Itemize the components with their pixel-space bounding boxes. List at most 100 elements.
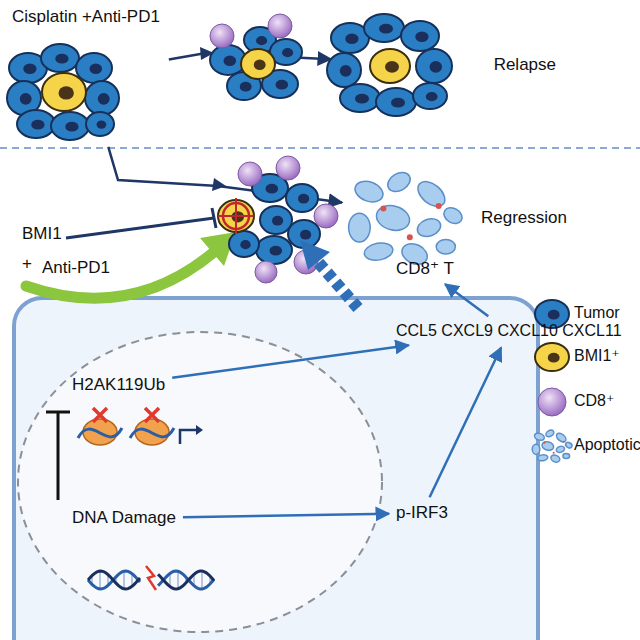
strand (158, 571, 214, 589)
fragment-dot (407, 234, 413, 240)
fragment-dot (543, 442, 545, 444)
tumor-cell (85, 81, 119, 115)
tumor-group: Cisplatin +Anti-PD1 (8, 4, 166, 144)
cell-nucleus (272, 216, 283, 226)
legend-item: Apoptotic (574, 435, 640, 454)
promoter-arrow (180, 430, 196, 444)
connector-arrow (183, 514, 389, 517)
drug-label: Anti-PD1 (40, 258, 112, 278)
dna-helix (88, 566, 214, 590)
fragment-dot (436, 203, 442, 209)
cell-fragment (415, 216, 443, 240)
base-pair (123, 571, 125, 589)
separator-line (0, 147, 640, 149)
cell-fragment (545, 429, 555, 438)
cell-cluster (210, 14, 302, 100)
dna-wrap (130, 428, 174, 438)
cell-nucleus (298, 194, 309, 204)
tumor-cell (364, 14, 404, 42)
cell-nucleus (266, 184, 279, 194)
bmi1-cell (241, 49, 275, 79)
cell-fragment (555, 432, 568, 444)
recruit-arrow-head (300, 240, 330, 270)
node-text: DNA Damage (72, 508, 176, 528)
bmi1-cell (535, 343, 569, 371)
cell-nucleus (240, 82, 252, 92)
tumor-group: Relapse (334, 14, 560, 116)
damage-label: DNA Damage (68, 505, 180, 531)
dna-wrap (78, 428, 122, 438)
tumor-cell (401, 21, 439, 51)
nucleosome (78, 408, 122, 445)
node-text: p-IRF3 (396, 503, 448, 523)
inhibition-bar (46, 412, 70, 500)
cell-fragment (436, 240, 455, 254)
cd8-cell (255, 261, 277, 283)
cell-nucleus (98, 93, 110, 105)
tumor-cell (86, 112, 114, 136)
cell-nucleus (90, 64, 103, 75)
cell-nucleus (340, 65, 352, 77)
cd8-cell (268, 14, 292, 38)
cell-membrane (14, 298, 538, 640)
node-text: Regression (481, 208, 567, 228)
tumor-cell (413, 83, 447, 109)
cell-nucleus (65, 122, 78, 132)
strand (88, 571, 140, 589)
node-text: Cisplatin +Anti-PD1 (12, 7, 160, 27)
cd8-cell (238, 162, 262, 186)
plus-sign: + (20, 254, 34, 274)
base-pair (201, 571, 203, 589)
cell-fragment (352, 178, 386, 206)
cell-fragment (441, 205, 465, 227)
node-text: CD8⁺ T (396, 259, 454, 279)
cell-fragment (384, 169, 413, 196)
nucleus-outline (18, 332, 382, 632)
apoptotic-fragments (532, 429, 573, 464)
tumor-cell (260, 206, 292, 234)
cell-nucleus (345, 34, 358, 45)
cell-fragment (534, 432, 546, 442)
tumor-cell (76, 53, 112, 83)
cell-nucleus (385, 61, 399, 73)
cell-fragment (532, 444, 540, 454)
cell-nucleus (548, 353, 560, 363)
apoptotic-fragments (349, 169, 465, 269)
legend-text: CD8⁺ (574, 392, 614, 409)
node-text: H2AK119Ub (72, 375, 165, 395)
drug-label: BMI1 (20, 224, 64, 244)
cell-nucleus (379, 24, 393, 34)
cell-nucleus (97, 120, 107, 128)
cell-nucleus (430, 61, 443, 73)
cell-nucleus (548, 310, 560, 320)
tumor-cell (416, 49, 452, 83)
fragment-dot (553, 452, 555, 454)
cross-mark (93, 408, 107, 422)
tumor-cell (340, 84, 380, 112)
cell-fragment (363, 241, 394, 263)
cell-fragment (550, 454, 561, 464)
base-pair (177, 571, 179, 588)
inhibition-line (66, 208, 216, 238)
cell-nucleus (391, 98, 405, 108)
cell-fragment (563, 454, 570, 459)
cell-nucleus (224, 56, 237, 67)
strand (158, 571, 214, 589)
tumor-cell (327, 53, 361, 87)
cell-nucleus (270, 246, 283, 256)
connector-arrow (430, 348, 502, 498)
tumor-cell (286, 184, 318, 212)
cell-nucleus (426, 92, 438, 101)
cell-nucleus (55, 54, 68, 64)
nucleosome (130, 408, 174, 445)
legend-text: Tumor (574, 304, 620, 321)
cell-fragment (374, 202, 413, 234)
node-text: CCL5 CXCL9 CXCL10 CXCL11 (396, 321, 622, 342)
base-pair (99, 571, 101, 589)
target-cross (218, 198, 254, 234)
cell-nucleus (254, 60, 266, 71)
cd8-cell (276, 156, 300, 180)
break-mark (146, 566, 156, 590)
